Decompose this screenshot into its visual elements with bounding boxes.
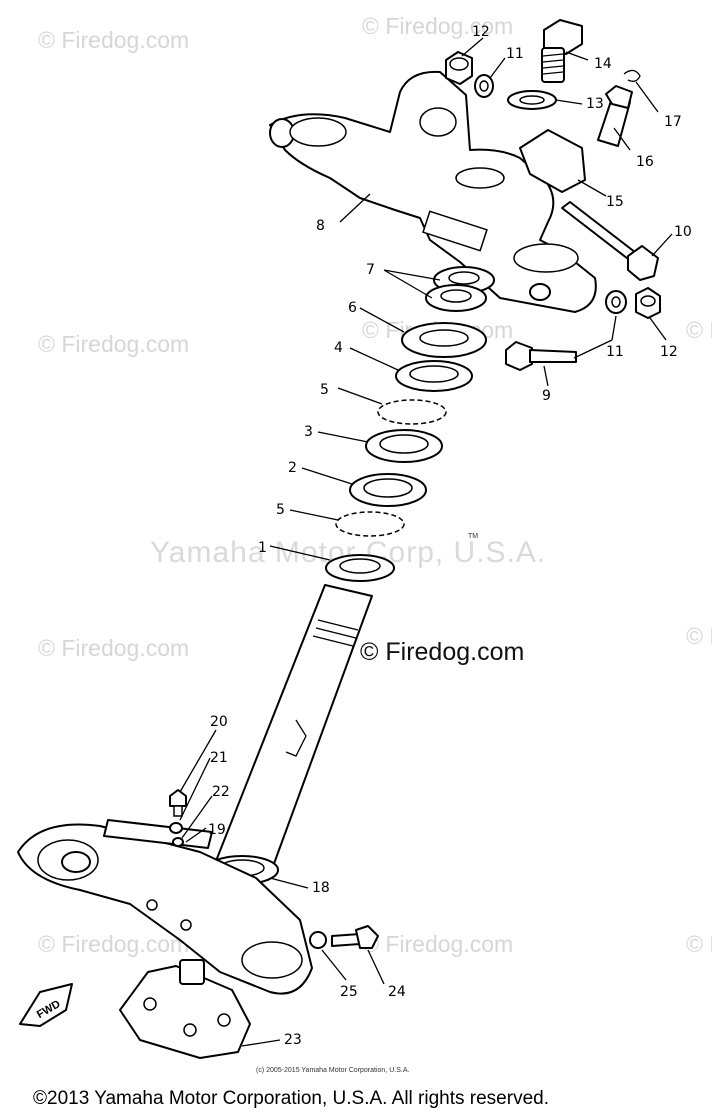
callout-6: 6 — [348, 300, 357, 316]
callout-15: 15 — [606, 194, 624, 210]
callout-9: 9 — [542, 388, 551, 404]
callout-5-lower: 5 — [276, 502, 285, 518]
callout-8: 8 — [316, 218, 325, 234]
callout-14: 14 — [594, 56, 612, 72]
callout-19: 19 — [208, 822, 226, 838]
callout-21: 21 — [210, 750, 228, 766]
callout-18: 18 — [312, 880, 330, 896]
watermark-mid-left: © Firedog.com — [38, 331, 189, 357]
callout-23: 23 — [284, 1032, 302, 1048]
upper-bracket — [269, 70, 597, 313]
top-hardware — [445, 19, 661, 371]
callout-25: 25 — [340, 984, 358, 1000]
footer-copyright: ©2013 Yamaha Motor Corporation, U.S.A. A… — [33, 1088, 549, 1109]
callout-1: 1 — [258, 540, 267, 556]
steering-stem — [205, 584, 373, 885]
watermark-low-left: © Firedog.com — [38, 635, 189, 661]
callout-24: 24 — [388, 984, 406, 1000]
watermark-low-right: © Firedog.com — [686, 623, 712, 649]
callout-3: 3 — [304, 424, 313, 440]
lower-plate — [119, 959, 251, 1059]
lower-bracket — [17, 819, 313, 995]
callout-10: 10 — [674, 224, 692, 240]
callout-11-right: 11 — [606, 344, 624, 360]
watermark-tm: TM — [468, 533, 478, 540]
callout-22: 22 — [212, 784, 230, 800]
watermark-top-center: © Firedog.com — [362, 13, 513, 39]
watermark-top-left: © Firedog.com — [38, 27, 189, 53]
watermark-bottom-left: © Firedog.com — [38, 931, 189, 957]
lower-hardware — [169, 789, 379, 949]
callout-4: 4 — [334, 340, 343, 356]
leader-lines — [179, 37, 673, 1047]
callout-12-top: 12 — [472, 24, 490, 40]
callout-13: 13 — [586, 96, 604, 112]
bearing-stack — [325, 266, 495, 582]
fwd-arrow-icon: FWD — [19, 983, 73, 1027]
watermark-mid-right: © Firedog.com — [686, 317, 712, 343]
watermark-bottom-center: © Firedog.com — [362, 931, 513, 957]
callout-17: 17 — [664, 114, 682, 130]
callout-20: 20 — [210, 714, 228, 730]
watermarks: © Firedog.com © Firedog.com © Firedog.co… — [38, 13, 712, 957]
small-copyright: (c) 2005-2015 Yamaha Motor Corporation, … — [256, 1067, 409, 1074]
callout-11-top: 11 — [506, 46, 524, 62]
watermark-firedog-dark: © Firedog.com — [360, 638, 524, 666]
callout-12-right: 12 — [660, 344, 678, 360]
callout-7: 7 — [366, 262, 375, 278]
callout-16: 16 — [636, 154, 654, 170]
callouts: 12 11 14 13 17 16 15 10 8 7 6 4 5 3 2 5 … — [208, 24, 692, 1048]
watermark-bottom-right: © Firedog.com — [686, 931, 712, 957]
callout-5-upper: 5 — [320, 382, 329, 398]
callout-2: 2 — [288, 460, 297, 476]
